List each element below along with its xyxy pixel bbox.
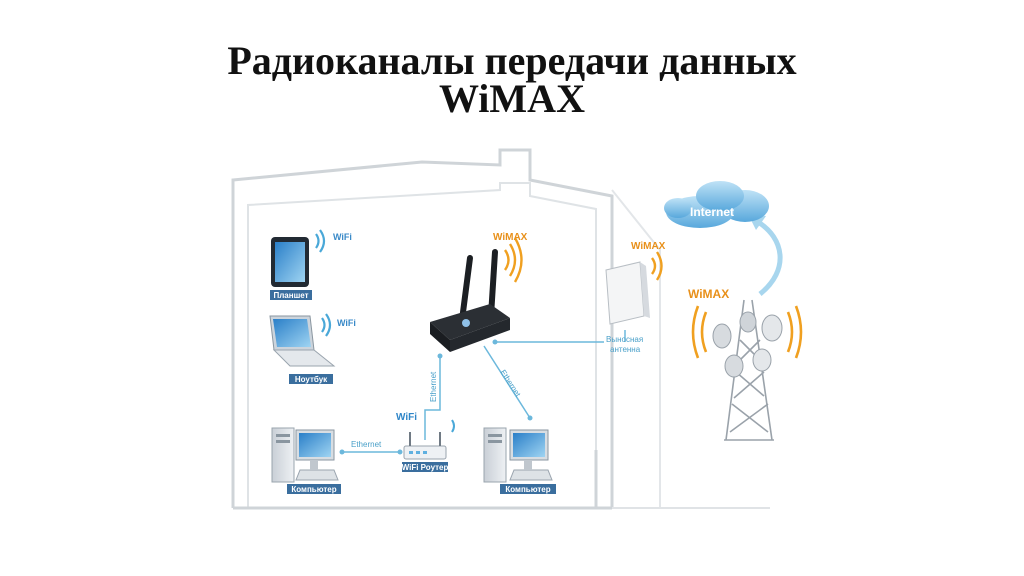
wifi-label-router: WiFi — [396, 412, 417, 423]
computer-left-label: Компьютер — [291, 485, 336, 494]
computer-right-device: Компьютер — [483, 427, 556, 494]
wimax-label-tower: WiMAX — [688, 287, 729, 301]
wimax-signal-icon — [691, 305, 803, 359]
external-antenna-label-line2: антенна — [610, 345, 641, 354]
wifi-signal-icon — [451, 419, 455, 433]
tablet-label-bg — [270, 290, 312, 300]
wifi-router-device: WiFi Роутер — [402, 432, 449, 472]
external-antenna-label-line1: Выносная — [606, 335, 643, 344]
link-endpoint — [339, 449, 345, 455]
ethernet-link-router-modem — [424, 356, 441, 440]
wimax-label-antenna: WiMAX — [631, 241, 666, 252]
computer-left-device: Компьютер — [271, 427, 341, 494]
slide-title-line1: Радиоканалы передачи данных — [227, 38, 797, 83]
slide-title-line2: WiMAX — [439, 76, 585, 121]
wifi-router-label-bg — [402, 462, 448, 472]
slide-title: Радиоканалы передачи данных WiMAX — [0, 38, 1024, 121]
wifi-label-laptop: WiFi — [337, 318, 356, 328]
internet-cloud-icon — [664, 181, 769, 228]
ethernet-label-pc-router: Ethernet — [351, 440, 382, 449]
wimax-label-modem: WiMAX — [493, 232, 528, 243]
ethernet-label-modem-pc: Ethernet — [498, 368, 522, 399]
link-endpoint — [492, 339, 498, 345]
link-endpoint — [397, 449, 403, 455]
computer-left-label-bg — [287, 484, 341, 494]
tablet-device: Планшет — [270, 237, 312, 300]
laptop-device: Ноутбук — [269, 315, 336, 384]
wifi-signal-icon — [315, 229, 326, 253]
wimax-signal-icon — [651, 251, 663, 281]
tablet-label: Планшет — [273, 291, 308, 300]
house-outline — [231, 148, 770, 510]
ethernet-links — [342, 330, 626, 453]
internet-cloud-label: Internet — [690, 205, 734, 219]
wimax-signal-icon — [503, 237, 523, 283]
computer-right-label-bg — [500, 484, 556, 494]
external-antenna-device — [605, 261, 650, 325]
wifi-router-label: WiFi Роутер — [402, 463, 449, 472]
ethernet-label-router-modem: Ethernet — [429, 371, 438, 402]
wimax-modem-device — [430, 249, 510, 352]
wifi-signal-icon — [321, 313, 332, 337]
ethernet-link-modem-pc — [483, 345, 531, 419]
computer-right-label: Компьютер — [505, 485, 550, 494]
link-endpoint — [527, 415, 533, 421]
tower-dish-icons — [712, 311, 783, 378]
link-endpoint — [437, 353, 443, 359]
laptop-label-bg — [289, 374, 333, 384]
uplink-arrow — [756, 219, 783, 296]
wifi-label-tablet: WiFi — [333, 232, 352, 242]
laptop-label: Ноутбук — [295, 375, 328, 384]
